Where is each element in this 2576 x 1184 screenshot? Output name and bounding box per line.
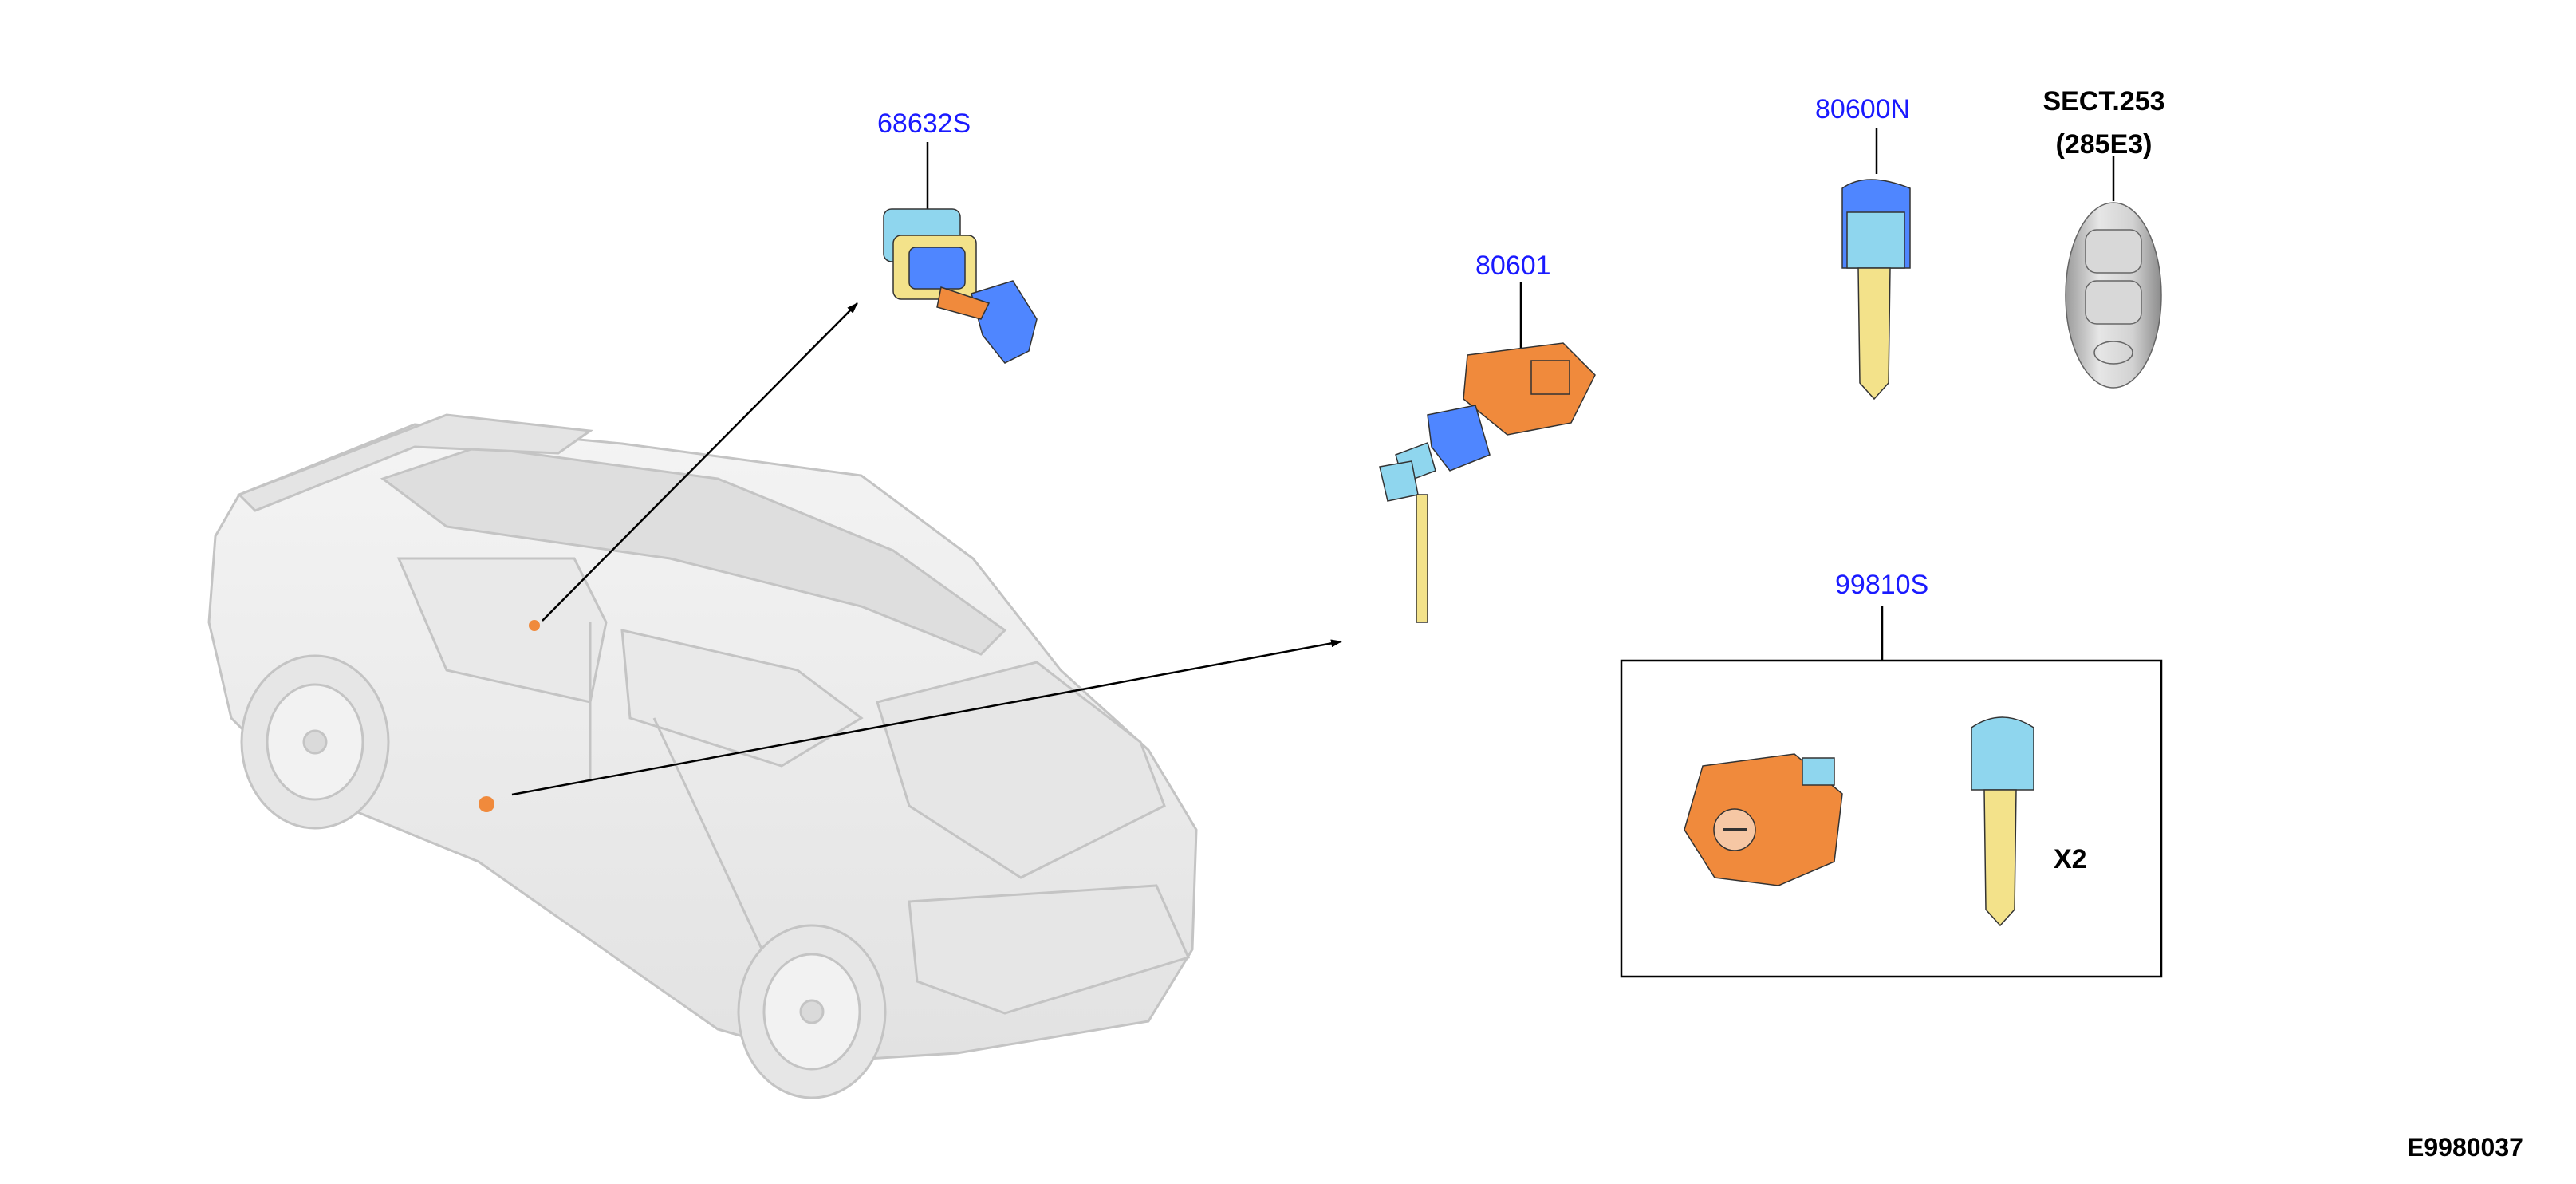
kit-key-icon — [1971, 716, 2034, 927]
callout-cylinder-kit[interactable]: 99810S — [1835, 570, 1929, 600]
callout-key-cylinder-set[interactable]: 80601 — [1475, 251, 1551, 281]
cylinder-kit-box — [1620, 659, 2163, 978]
key-cylinder-set-icon — [1379, 342, 1596, 623]
location-arrow — [511, 639, 1342, 796]
figure-id: E9980037 — [2407, 1133, 2523, 1162]
section-part-code: (285E3) — [2055, 129, 2153, 160]
callout-intelligent-key-section[interactable]: SECT.253 (285E3) — [2042, 80, 2164, 167]
door-lock-location-marker — [529, 620, 540, 631]
section-reference: SECT.253 — [2042, 86, 2165, 116]
kit-key-quantity: X2 — [2054, 844, 2087, 874]
vehicle-illustration — [207, 413, 1198, 1099]
kit-cylinder-icon — [1684, 753, 1843, 886]
lock-cylinder-assembly-icon — [883, 208, 1038, 364]
door-lock-location-marker — [479, 796, 494, 812]
blank-key-icon — [1841, 179, 1911, 401]
intelligent-key-icon — [2065, 202, 2162, 389]
callout-blank-key[interactable]: 80600N — [1815, 94, 1911, 124]
callout-lock-cylinder-set[interactable]: 68632S — [877, 109, 971, 139]
location-arrow — [542, 302, 858, 622]
